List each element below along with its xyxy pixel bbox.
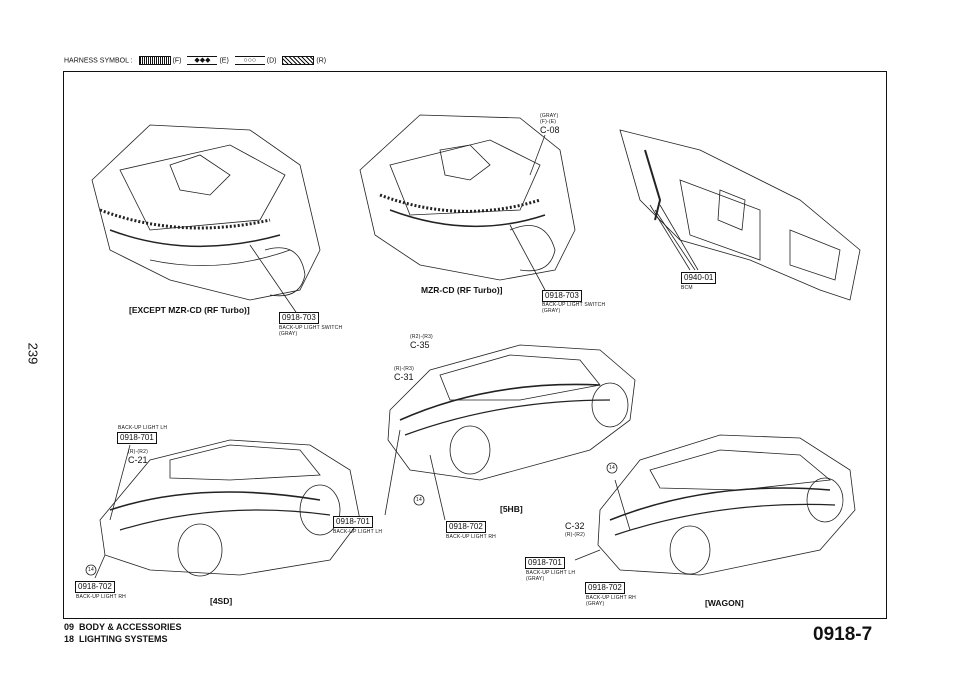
symbol-r-code: (R) [316,57,327,65]
connector-desc-a: BACK-UP LIGHT SWITCH [279,325,343,331]
hatch-lh-desc: BACK-UP LIGHT LH [333,529,383,535]
c31-label: C-31 [394,372,414,382]
harness-symbol-legend: HARNESS SYMBOL : (F) ◆◆◆(E) ○○○(D) (R) [64,56,326,65]
footer-section-2: 18 LIGHTING SYSTEMS [64,634,168,645]
symbol-f-swatch [138,56,171,65]
c35-label: C-35 [410,340,430,350]
c32-label: C-32 [565,521,585,531]
ground-circle-hatch [413,494,425,506]
diagram-frame [63,71,887,619]
c31-variant: (R)-(R3) [394,366,414,372]
wagon-lh-color: (GRAY) [526,576,545,582]
connector-0918-701-wagon: 0918-701 [525,557,565,569]
circle-number-hatch: 14 [416,497,422,503]
ground-circle-sedan [85,564,97,576]
footer-line2-text: LIGHTING SYSTEMS [79,634,168,644]
c21-label: C-21 [128,455,148,465]
symbol-e-code: (E) [219,57,229,65]
symbol-d-swatch: ○○○ [234,56,265,65]
harness-symbol-label: HARNESS SYMBOL : [64,57,133,65]
hatchback-drawing [384,344,636,521]
connector-color-a: (GRAY) [279,331,298,337]
connector-0918-703-a: 0918-703 [279,312,319,324]
connector-color-b: (GRAY) [542,308,561,314]
connector-0918-703-b: 0918-703 [542,290,582,302]
connector-0918-701-hatch: 0918-701 [333,516,373,528]
connector-0918-701-sedan: 0918-701 [117,432,157,444]
caption-except-mzr: [EXCEPT MZR-CD (RF Turbo)] [129,305,250,315]
dashboard-drawing [619,129,861,301]
hatch-rh-desc: BACK-UP LIGHT RH [446,534,496,540]
c21-variant: (R)-(R2) [128,449,148,455]
connector-0918-702-sedan: 0918-702 [75,581,115,593]
ground-circle-wagon [606,462,618,474]
connector-0940-01: 0940-01 [681,272,717,284]
caption-mzr: MZR-CD (RF Turbo)] [421,285,503,295]
circle-number-wagon: 14 [609,465,615,471]
wagon-rh-color: (GRAY) [586,601,605,607]
circle-number-sedan: 14 [88,567,94,573]
sedan-rh-desc: BACK-UP LIGHT RH [76,594,126,600]
connector-0918-702-hatch: 0918-702 [446,521,486,533]
wagon-lh-desc: BACK-UP LIGHT LH [526,570,576,576]
engine-bay-drawing-1 [91,124,321,319]
page-code: 0918-7 [813,624,873,645]
sedan-lh-desc: BACK-UP LIGHT LH [118,425,168,431]
footer-line1-text: BODY & ACCESSORIES [79,622,182,632]
wagon-drawing [574,434,856,576]
bcm-desc: BCM [681,285,693,291]
symbol-e-swatch: ◆◆◆ [187,56,218,65]
caption-wagon: [WAGON] [705,598,744,608]
c32-variant: (R)-(R2) [565,532,585,538]
footer-section-1: 09 BODY & ACCESSORIES [64,622,182,633]
c08-variant: (F)-(E) [540,119,557,125]
caption-5hb: [5HB] [500,504,523,514]
symbol-r-swatch [282,56,315,65]
wagon-rh-desc: BACK-UP LIGHT RH [586,595,636,601]
footer-line1-num: 09 [64,622,75,632]
c35-variant: (R2)-(R3) [410,334,433,340]
c08-color: (GRAY) [540,113,559,119]
symbol-d-code: (D) [266,57,277,65]
connector-0918-702-wagon: 0918-702 [585,582,625,594]
engine-bay-drawing-2 [359,114,576,291]
caption-4sd: [4SD] [210,596,233,606]
c08-label: C-08 [540,125,560,135]
footer-line2-num: 18 [64,634,75,644]
connector-desc-b: BACK-UP LIGHT SWITCH [542,302,606,308]
symbol-f-code: (F) [172,57,182,65]
